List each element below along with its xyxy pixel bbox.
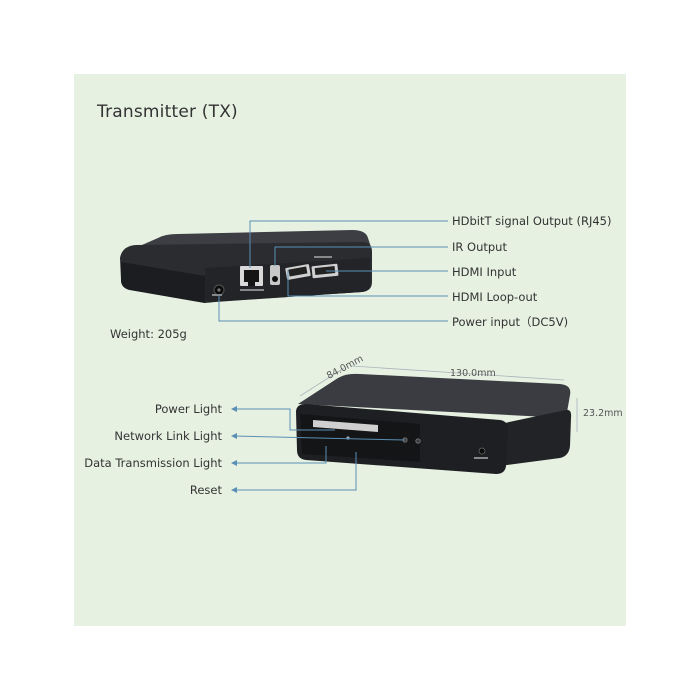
weight-label: Weight: 205g <box>110 327 187 341</box>
callout-network-link-light: Network Link Light <box>114 429 222 443</box>
page-title: Transmitter (TX) <box>97 102 238 122</box>
dimension-lines <box>299 365 578 432</box>
front-device <box>296 373 572 474</box>
callout-power-light: Power Light <box>154 402 222 416</box>
rear-device <box>120 230 372 303</box>
front-callout-lines <box>233 408 406 491</box>
callout-reset: Reset <box>189 483 222 497</box>
callout-hdbitt-output: HDbitT signal Output (RJ45) <box>452 214 612 228</box>
rear-callout-lines <box>218 220 448 322</box>
dimension-height: 23.2mm <box>583 408 623 419</box>
callout-data-transmission-light: Data Transmission Light <box>84 456 222 470</box>
data-transmission-light <box>415 438 421 444</box>
diagram-panel <box>74 74 626 626</box>
callout-hdmi-input: HDMI Input <box>452 265 517 279</box>
callout-hdmi-loop-out: HDMI Loop-out <box>452 290 538 304</box>
reset-button <box>478 447 486 455</box>
dimension-width: 130.0mm <box>450 368 496 379</box>
front-callout-arrows <box>231 406 237 493</box>
callout-power-input: Power input（DC5V) <box>452 315 569 329</box>
callout-ir-output: IR Output <box>452 240 507 254</box>
